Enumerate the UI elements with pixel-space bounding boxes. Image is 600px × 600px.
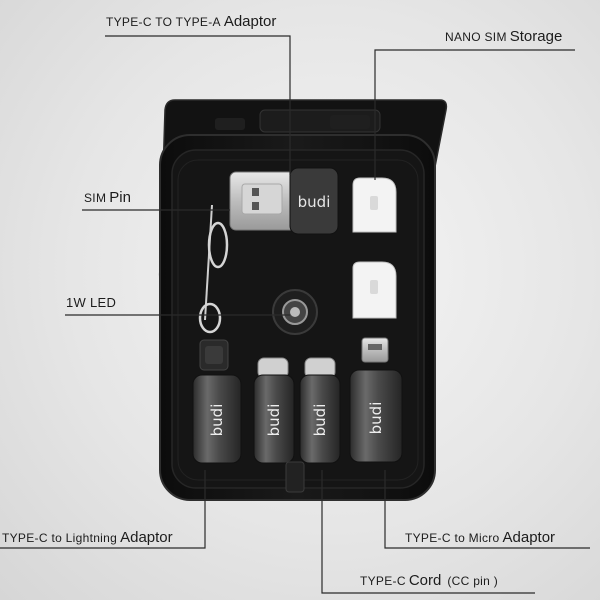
callout-led-primary: 1W LED — [66, 295, 117, 310]
leader-lines — [0, 35, 590, 594]
callout-type-c-to-a-primary: TYPE-C TO TYPE-A — [106, 15, 221, 29]
leader-nano-sim — [374, 49, 575, 180]
callout-sim-pin-primary: SIM — [84, 191, 107, 205]
adaptor-row: budi budi budi budi — [192, 369, 403, 464]
adaptor-brand-text: budi — [298, 193, 331, 211]
callout-led: 1W LED — [66, 295, 116, 311]
callout-micro-primary: TYPE-C to Micro — [405, 531, 500, 545]
type-c-tips — [257, 357, 336, 379]
lightning-brand-text: budi — [208, 404, 226, 437]
nano-sim-storage — [352, 177, 397, 319]
micro-usb-tip — [361, 337, 389, 363]
leader-cord — [321, 470, 535, 594]
callout-micro-secondary: Adaptor — [502, 529, 556, 546]
led-light — [272, 289, 318, 335]
callout-type-c-to-a-secondary: Adaptor — [223, 13, 277, 30]
sim-pin — [198, 204, 229, 334]
callout-lightning-secondary: Adaptor — [120, 529, 173, 546]
callout-nano-sim-secondary: Storage — [509, 28, 563, 45]
callout-nano-sim-primary: NANO SIM — [445, 30, 507, 44]
leader-type-c-to-a — [105, 35, 291, 175]
type-c-to-type-a-adaptor: budi — [229, 167, 339, 235]
lightning-tip — [199, 339, 229, 371]
callout-cord-note: (CC pin ) — [447, 574, 499, 588]
cord-right-brand-text: budi — [311, 404, 329, 437]
cord-left-brand-text: budi — [265, 404, 283, 437]
callout-cord-primary: TYPE-C — [360, 574, 406, 588]
micro-brand-text: budi — [367, 402, 385, 435]
callout-sim-pin-secondary: Pin — [109, 189, 131, 206]
leader-lightning — [0, 470, 206, 549]
cord-link — [285, 461, 305, 493]
callout-lightning-primary: TYPE-C to Lightning — [2, 531, 118, 545]
callout-cord-secondary: Cord — [408, 572, 442, 589]
leader-micro — [384, 470, 590, 549]
